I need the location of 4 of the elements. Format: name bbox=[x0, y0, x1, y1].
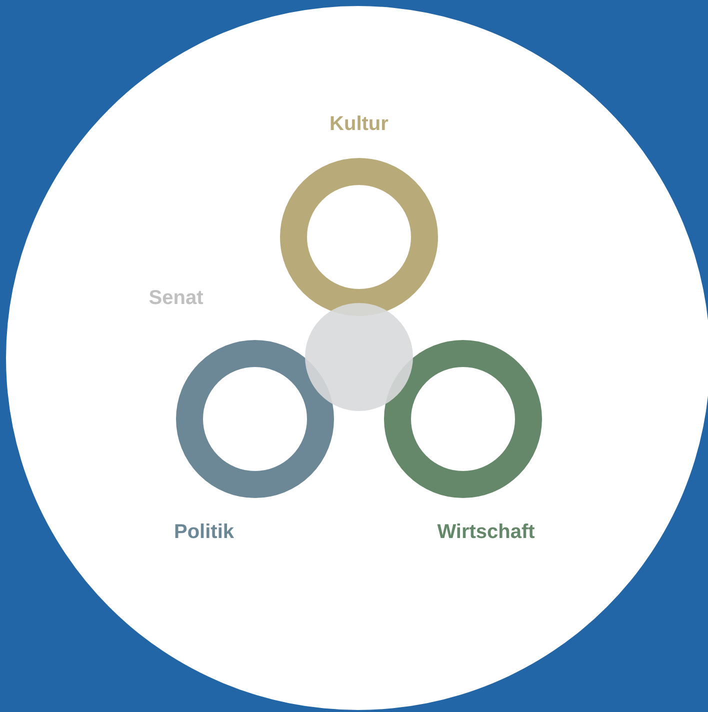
node-label: Politik bbox=[174, 520, 234, 545]
label-text: Senat bbox=[148, 286, 204, 311]
node-label: Wirtschaft bbox=[437, 520, 535, 545]
node-label: Kultur bbox=[330, 112, 388, 137]
